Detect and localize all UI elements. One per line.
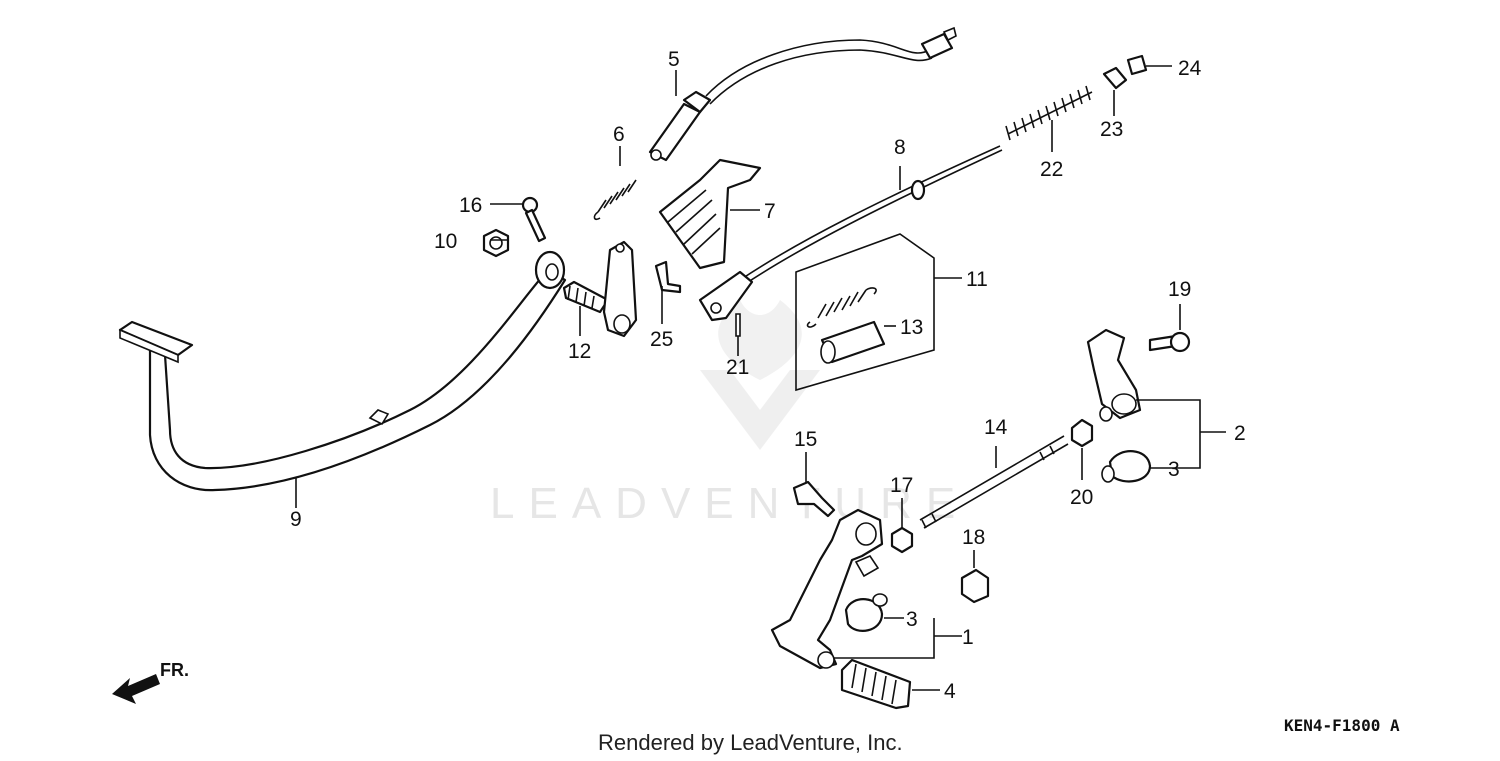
callout-25: 25 — [650, 328, 673, 351]
callout-13: 13 — [900, 316, 923, 339]
part-nut-17[interactable] — [890, 526, 914, 554]
part-kit-11[interactable] — [795, 233, 935, 392]
part-joint-23[interactable] — [1102, 66, 1128, 90]
front-direction-label: FR. — [160, 660, 189, 680]
front-direction-arrow: FR. — [112, 660, 189, 704]
callout-4: 4 — [944, 680, 956, 703]
part-boot-7[interactable] — [658, 158, 762, 270]
callout-labels: 1 2 3 3 4 5 6 7 8 9 10 11 12 13 14 15 16… — [290, 48, 1246, 703]
callout-5: 5 — [668, 48, 680, 71]
callout-11: 11 — [966, 268, 988, 291]
diagram-code: KEN4-F1800 A — [1284, 716, 1400, 735]
part-rod-14[interactable] — [919, 435, 1069, 529]
callout-15: 15 — [794, 428, 817, 451]
leader-lines — [295, 65, 1226, 691]
callout-20: 20 — [1070, 486, 1093, 509]
callout-14: 14 — [984, 416, 1008, 439]
credit-text: Rendered by LeadVenture, Inc. — [598, 730, 903, 755]
callout-10: 10 — [434, 230, 457, 253]
callout-9: 9 — [290, 508, 302, 531]
part-nut-24[interactable] — [1126, 54, 1148, 76]
part-shift-arm-2[interactable] — [1086, 328, 1142, 422]
part-nut-10[interactable] — [482, 228, 510, 258]
part-spring-6[interactable] — [593, 179, 637, 221]
callout-24: 24 — [1178, 57, 1202, 80]
part-clip-25[interactable] — [654, 260, 682, 294]
callout-3-upper: 3 — [1168, 458, 1180, 481]
part-rubber-3-upper[interactable] — [1101, 450, 1152, 483]
callout-18: 18 — [962, 526, 985, 549]
callout-8: 8 — [894, 136, 906, 159]
callout-2: 2 — [1234, 422, 1246, 445]
callout-1: 1 — [962, 626, 974, 649]
part-bolt-16[interactable] — [521, 196, 547, 243]
callout-6: 6 — [613, 123, 625, 146]
callout-7: 7 — [764, 200, 776, 223]
part-bolt-19[interactable] — [1148, 331, 1191, 353]
callout-12: 12 — [568, 340, 591, 363]
part-pedal-rubber-4[interactable] — [840, 658, 912, 710]
part-spring-22[interactable] — [1005, 85, 1093, 141]
part-pin-21[interactable] — [735, 313, 741, 337]
callout-19: 19 — [1168, 278, 1191, 301]
part-brake-pedal[interactable] — [118, 250, 567, 492]
callout-16: 16 — [459, 194, 482, 217]
part-bolt-15[interactable] — [792, 480, 836, 518]
part-nut-18[interactable] — [960, 568, 990, 604]
callout-22: 22 — [1040, 158, 1063, 181]
part-brake-rod-8[interactable] — [698, 145, 1003, 322]
callout-23: 23 — [1100, 118, 1123, 141]
part-shift-pedal-1[interactable] — [770, 508, 884, 670]
part-switch-5[interactable] — [648, 26, 957, 162]
part-rubber-3-lower[interactable] — [844, 593, 888, 632]
callout-3-lower: 3 — [906, 608, 918, 631]
part-spring-12[interactable] — [562, 240, 638, 338]
callout-21: 21 — [726, 356, 749, 379]
callout-17: 17 — [890, 474, 913, 497]
part-nut-20[interactable] — [1070, 418, 1094, 448]
